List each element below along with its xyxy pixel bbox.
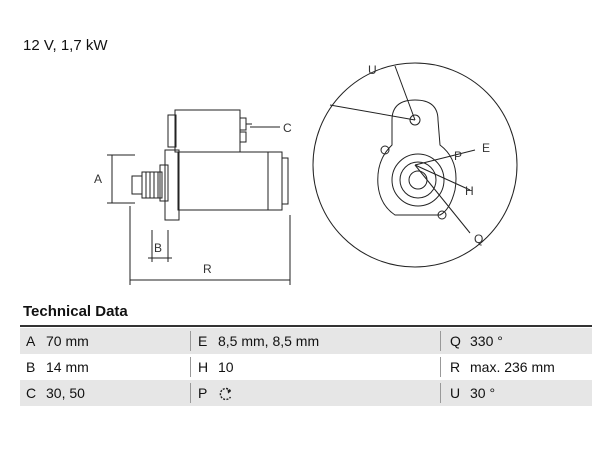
- flange-plate: [377, 99, 457, 216]
- key-b: B: [26, 359, 36, 375]
- key-e: E: [198, 333, 208, 349]
- key-h: H: [198, 359, 209, 375]
- value-q: 330 °: [470, 333, 503, 349]
- sweep-circle: [312, 62, 518, 268]
- voltage-power-spec: 12 V, 1,7 kW: [23, 37, 108, 54]
- key-r: R: [450, 359, 461, 375]
- value-p: [218, 380, 234, 406]
- value-h: 10: [218, 359, 234, 375]
- header-rule: [20, 325, 592, 327]
- dim-label-r: R: [203, 262, 212, 276]
- dim-label-u: U: [368, 63, 377, 77]
- value-r: max. 236 mm: [470, 359, 555, 375]
- value-b: 14 mm: [46, 359, 89, 375]
- key-p: P: [198, 385, 208, 401]
- motor-body: [177, 151, 269, 211]
- dim-label-e: E: [482, 141, 490, 155]
- key-a: A: [26, 333, 36, 349]
- table-row: B 14 mm H 10 R max. 236 mm: [20, 354, 592, 380]
- table-row: C 30, 50 P U 30 °: [20, 380, 592, 406]
- dim-label-c: C: [283, 121, 292, 135]
- dim-label-b: B: [154, 241, 162, 255]
- key-c: C: [26, 385, 37, 401]
- value-a: 70 mm: [46, 333, 89, 349]
- dim-label-a: A: [94, 172, 102, 186]
- key-q: Q: [450, 333, 461, 349]
- solenoid-body: [174, 109, 241, 153]
- starter-motor-drawing: A B R C U E P H Q: [94, 62, 518, 285]
- technical-data-title: Technical Data: [23, 303, 128, 320]
- table-row: A 70 mm E 8,5 mm, 8,5 mm Q 330 °: [20, 328, 592, 354]
- value-u: 30 °: [470, 385, 496, 401]
- counterclockwise-rotation-icon: [219, 388, 232, 401]
- pinion-gear: [141, 171, 163, 199]
- dim-label-q: Q: [474, 232, 483, 246]
- value-e: 8,5 mm, 8,5 mm: [218, 333, 320, 349]
- dim-label-p: P: [454, 149, 462, 163]
- dim-label-h: H: [465, 184, 474, 198]
- key-u: U: [450, 385, 461, 401]
- value-c: 30, 50: [46, 385, 85, 401]
